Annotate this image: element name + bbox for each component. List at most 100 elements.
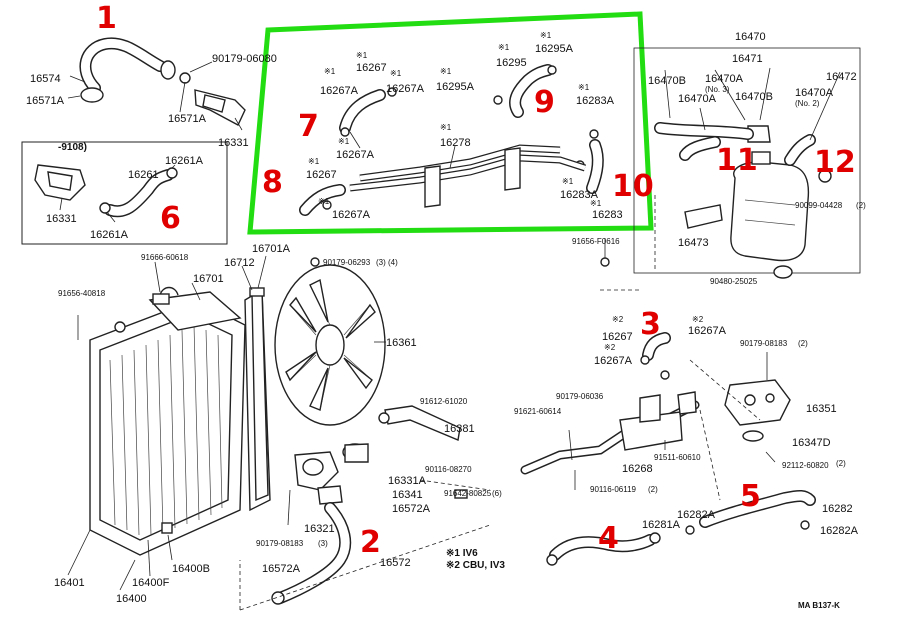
part-label: 91666-60618 [141, 253, 189, 262]
highlight-box [247, 11, 654, 235]
diagram-code: MA B137-K [798, 601, 840, 610]
part-label: 16267 [306, 169, 337, 181]
part-label: 90179-08183 [256, 539, 304, 548]
part-label: 16401 [54, 577, 85, 589]
part-number-labels: 16574 16571A 90179-06080 16571A 16331 -9… [26, 31, 866, 605]
callout-2: 2 [360, 525, 381, 560]
note-mark: ※1 [498, 43, 510, 52]
note-mark: ※1 [338, 137, 350, 146]
part-label: 92112-60820 [782, 461, 829, 470]
part-label: 16571A [168, 113, 207, 125]
note-mark: ※1 [540, 31, 552, 40]
part-label: 16572A [262, 563, 301, 575]
part-label: 16470A [678, 93, 717, 105]
part-label: 16295A [436, 81, 475, 93]
fan-shroud-drawing [241, 255, 271, 512]
part-label: 16571A [26, 95, 65, 107]
part-label: 91656-40818 [58, 289, 106, 298]
part-label: 90179-08183 [740, 339, 788, 348]
part-label: 91612-61020 [420, 397, 468, 406]
part-label: 16282A [677, 509, 716, 521]
part-label: 90480-25025 [710, 277, 758, 286]
part-label: 16400F [132, 577, 170, 589]
part-label: 90099-04428 [795, 201, 843, 210]
note-mark: ※1 [440, 67, 452, 76]
part-label: 16572 [380, 557, 411, 569]
reservoir-tank-drawing [600, 47, 861, 279]
part-label: 16261A [90, 229, 129, 241]
part-label: 16261A [165, 155, 204, 167]
note-mark: ※1 [318, 197, 330, 206]
part-label: 16267A [386, 83, 425, 95]
upper-radiator-hose-drawing [67, 37, 246, 131]
part-label: 16381 [444, 423, 475, 435]
part-label: 16295 [496, 57, 527, 69]
part-label: 16347D [792, 437, 831, 449]
callout-12: 12 [814, 145, 856, 180]
part-label: 16470A [705, 73, 744, 85]
note-mark: ※1 [308, 157, 320, 166]
part-note: (No. 2) [795, 99, 820, 108]
callout-3: 3 [640, 307, 661, 342]
part-label: 16701 [193, 273, 224, 285]
note-mark: ※2 [612, 315, 624, 324]
part-label: 16712 [224, 257, 255, 269]
part-label: 16267A [332, 209, 371, 221]
part-label: 16261 [128, 169, 159, 181]
inset-box-early-model [21, 141, 228, 245]
part-label: 16470 [735, 31, 766, 43]
note-mark: ※2 [692, 315, 704, 324]
part-label: 16267 [602, 331, 633, 343]
callout-1: 1 [96, 1, 117, 36]
radiator-drawing [67, 261, 246, 591]
part-label: 90116-06119 [590, 485, 637, 494]
part-label: 16267A [336, 149, 375, 161]
part-qty: (6) [492, 489, 502, 498]
callout-8: 8 [262, 165, 283, 200]
part-label: 16268 [622, 463, 653, 475]
part-label: 91656-F0616 [572, 237, 620, 246]
part-label: 16472 [826, 71, 857, 83]
part-label: 91511-60610 [654, 453, 701, 462]
part-label: 16267 [356, 62, 387, 74]
part-label: 16572A [392, 503, 431, 515]
part-label: 16574 [30, 73, 61, 85]
part-label: 16283A [576, 95, 615, 107]
part-label: 16470B [648, 75, 686, 87]
thermostat-and-lower-hose-drawing [239, 405, 491, 611]
part-label: 91642-80825 [444, 489, 492, 498]
part-qty: (3) (4) [376, 258, 398, 267]
part-label: 90179-06293 [323, 258, 371, 267]
part-label: 90179-06080 [212, 53, 277, 65]
part-label: 16282 [822, 503, 853, 515]
part-label: 16701A [252, 243, 291, 255]
part-label: 16282A [820, 525, 859, 537]
part-label: 90179-06036 [556, 392, 604, 401]
note-mark: ※1 [440, 123, 452, 132]
part-label: 16295A [535, 43, 574, 55]
part-label: 16400 [116, 593, 147, 605]
variant-legend: ※1 IV6 ※2 CBU, IV3 [446, 548, 505, 571]
legend-note-2: ※2 CBU, IV3 [446, 560, 505, 571]
note-mark: ※1 [562, 177, 574, 186]
part-label: 16400B [172, 563, 210, 575]
callout-11: 11 [716, 143, 758, 178]
part-label: 90116-08270 [425, 465, 472, 474]
part-label: 16281A [642, 519, 681, 531]
part-label: 16267A [320, 85, 359, 97]
note-mark: ※1 [356, 51, 368, 60]
part-label: 16351 [806, 403, 837, 415]
part-label: 16341 [392, 489, 423, 501]
water-pipe-assembly-drawing [520, 289, 816, 566]
bypass-pipe-assembly-drawing [299, 64, 604, 216]
part-label: 16331 [46, 213, 77, 225]
part-label: 16267A [594, 355, 633, 367]
callout-7: 7 [298, 109, 319, 144]
part-label: 16361 [386, 337, 417, 349]
part-label: 91621-60614 [514, 407, 562, 416]
inset-label: -9108) [58, 142, 87, 153]
cooling-fan-drawing [274, 257, 386, 426]
callout-5: 5 [740, 479, 761, 514]
part-label: 16473 [678, 237, 709, 249]
